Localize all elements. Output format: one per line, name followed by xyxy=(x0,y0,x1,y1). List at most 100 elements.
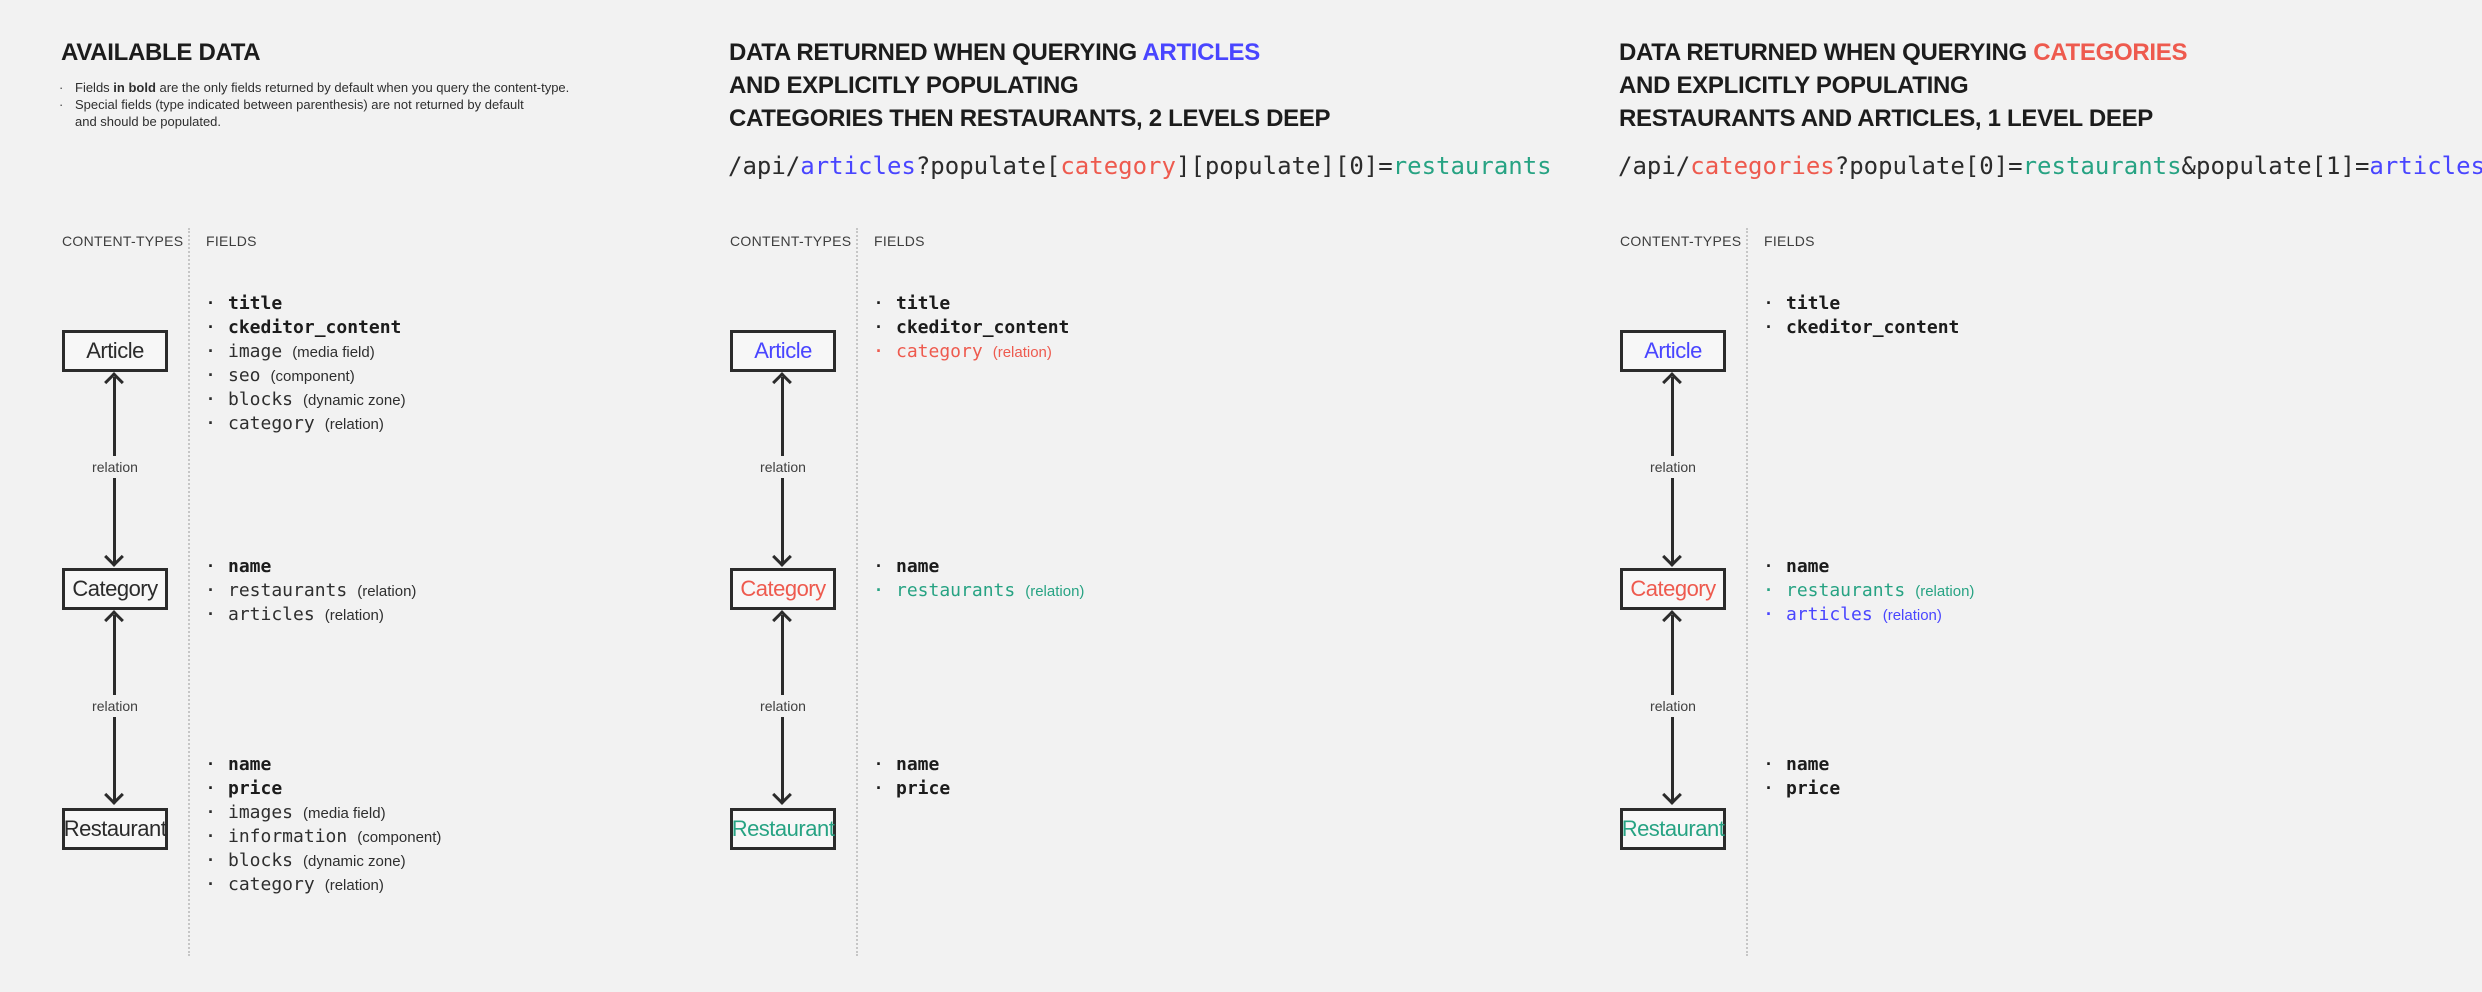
panel-available-data: AVAILABLE DATA · Fields in bold are the … xyxy=(0,0,666,992)
field-row: title xyxy=(876,293,1069,317)
field-name: restaurants xyxy=(228,580,348,601)
entity-box-category: Category xyxy=(730,568,836,610)
field-list-restaurant: name price xyxy=(1766,754,1840,802)
code-segment: articles xyxy=(800,152,916,180)
field-name: seo xyxy=(228,365,261,386)
field-name: name xyxy=(1786,556,1830,577)
field-row: restaurants (relation) xyxy=(208,580,416,604)
arrowhead-up-icon xyxy=(1662,372,1682,392)
code-segment: ][populate][0]= xyxy=(1175,152,1393,180)
field-name: image xyxy=(228,341,283,362)
entity-label: Restaurant xyxy=(1621,816,1725,841)
field-row: title xyxy=(1766,293,1959,317)
field-row: articles(relation) xyxy=(208,604,416,628)
field-name: articles xyxy=(228,604,315,625)
code-segment: ?populate[ xyxy=(915,152,1061,180)
entity-label: Article xyxy=(86,338,144,363)
title-text: AVAILABLE DATA xyxy=(61,39,261,66)
code-segment: &populate[1]= xyxy=(2181,152,2370,180)
field-name: name xyxy=(228,754,272,775)
code-segment: categories xyxy=(1690,152,1835,180)
note-item: · Special fields (type indicated between… xyxy=(59,96,569,130)
field-row: name xyxy=(876,556,1084,580)
note-text: Fields in bold are the only fields retur… xyxy=(75,80,570,95)
field-name: restaurants xyxy=(896,580,1016,601)
entity-label: Restaurant xyxy=(731,816,835,841)
field-row: ckeditor_content xyxy=(1766,317,1959,341)
relation-label: relation xyxy=(1644,695,1702,717)
relation-label: relation xyxy=(86,695,144,717)
code-segment: category xyxy=(1060,152,1176,180)
field-type: (media field) xyxy=(292,344,375,361)
relation-label: relation xyxy=(754,456,812,478)
field-type: (component) xyxy=(270,368,355,385)
column-header-fields: FIELDS xyxy=(874,233,925,249)
field-row: images (media field) xyxy=(208,802,441,826)
field-row: restaurants (relation) xyxy=(1766,580,1974,604)
field-name: name xyxy=(896,754,940,775)
relation-label: relation xyxy=(754,695,812,717)
field-row: ckeditor_content xyxy=(876,317,1069,341)
field-name: name xyxy=(896,556,940,577)
code-segment: articles xyxy=(2369,152,2482,180)
field-list-article: title ckeditor_content xyxy=(1766,293,1959,341)
field-row: price xyxy=(876,778,950,802)
field-name: name xyxy=(1786,754,1830,775)
arrowhead-up-icon xyxy=(772,372,792,392)
column-header-content-types: CONTENT-TYPES xyxy=(1620,233,1742,249)
entity-box-category: Category xyxy=(62,568,168,610)
field-row: restaurants(relation) xyxy=(876,580,1084,604)
code-segment: /api/ xyxy=(1618,152,1691,180)
panel-query-articles: DATA RETURNED WHEN QUERYING ARTICLES AND… xyxy=(668,0,1558,992)
field-row: image (media field) xyxy=(208,341,406,365)
field-row: seo (component) xyxy=(208,365,406,389)
field-name: price xyxy=(228,778,283,799)
code-segment: ?populate[0]= xyxy=(1834,152,2023,180)
arrowhead-up-icon xyxy=(104,610,124,630)
entity-box-article: Article xyxy=(1620,330,1726,372)
entity-label: Restaurant xyxy=(63,816,167,841)
code-segment: /api/ xyxy=(728,152,801,180)
panel-query-categories: DATA RETURNED WHEN QUERYING CATEGORIES A… xyxy=(1558,0,2482,992)
arrowhead-down-icon xyxy=(772,785,792,805)
field-name: title xyxy=(1786,293,1841,314)
field-name: category xyxy=(228,874,315,895)
field-row: ckeditor_content xyxy=(208,317,406,341)
relation-label: relation xyxy=(86,456,144,478)
field-name: price xyxy=(896,778,951,799)
field-type: (relation) xyxy=(324,416,384,433)
column-header-fields: FIELDS xyxy=(1764,233,1815,249)
field-name: ckeditor_content xyxy=(228,317,402,338)
field-name: ckeditor_content xyxy=(1786,317,1960,338)
notes: · Fields in bold are the only fields ret… xyxy=(59,79,569,130)
field-name: restaurants xyxy=(1786,580,1906,601)
field-type: (relation) xyxy=(324,877,384,894)
title-highlight: CATEGORIES xyxy=(2033,39,2188,66)
title-text: DATA RETURNED WHEN QUERYING xyxy=(1619,39,2034,66)
field-type: (relation) xyxy=(992,344,1052,361)
field-row: title xyxy=(208,293,406,317)
field-row: blocks(dynamic zone) xyxy=(208,850,441,874)
field-type: (relation) xyxy=(357,583,417,600)
note-text: Special fields (type indicated between p… xyxy=(75,97,524,129)
entity-box-article: Article xyxy=(62,330,168,372)
entity-label: Category xyxy=(72,576,158,601)
field-type: (relation) xyxy=(1915,583,1975,600)
field-name: images xyxy=(228,802,294,823)
field-list-article: title ckeditor_content image (media field… xyxy=(208,293,406,437)
arrowhead-down-icon xyxy=(1662,785,1682,805)
arrowhead-down-icon xyxy=(1662,547,1682,567)
arrowhead-up-icon xyxy=(772,610,792,630)
entity-label: Article xyxy=(754,338,812,363)
field-name: articles xyxy=(1786,604,1873,625)
field-name: ckeditor_content xyxy=(896,317,1070,338)
entity-box-article: Article xyxy=(730,330,836,372)
field-type: (media field) xyxy=(303,805,386,822)
field-type: (dynamic zone) xyxy=(303,392,406,409)
field-list-category: name restaurants (relation) articles(rela… xyxy=(208,556,416,628)
field-row: name xyxy=(208,556,416,580)
field-list-restaurant: name price xyxy=(876,754,950,802)
entity-label: Category xyxy=(1630,576,1716,601)
field-row: price xyxy=(208,778,441,802)
arrowhead-up-icon xyxy=(104,372,124,392)
